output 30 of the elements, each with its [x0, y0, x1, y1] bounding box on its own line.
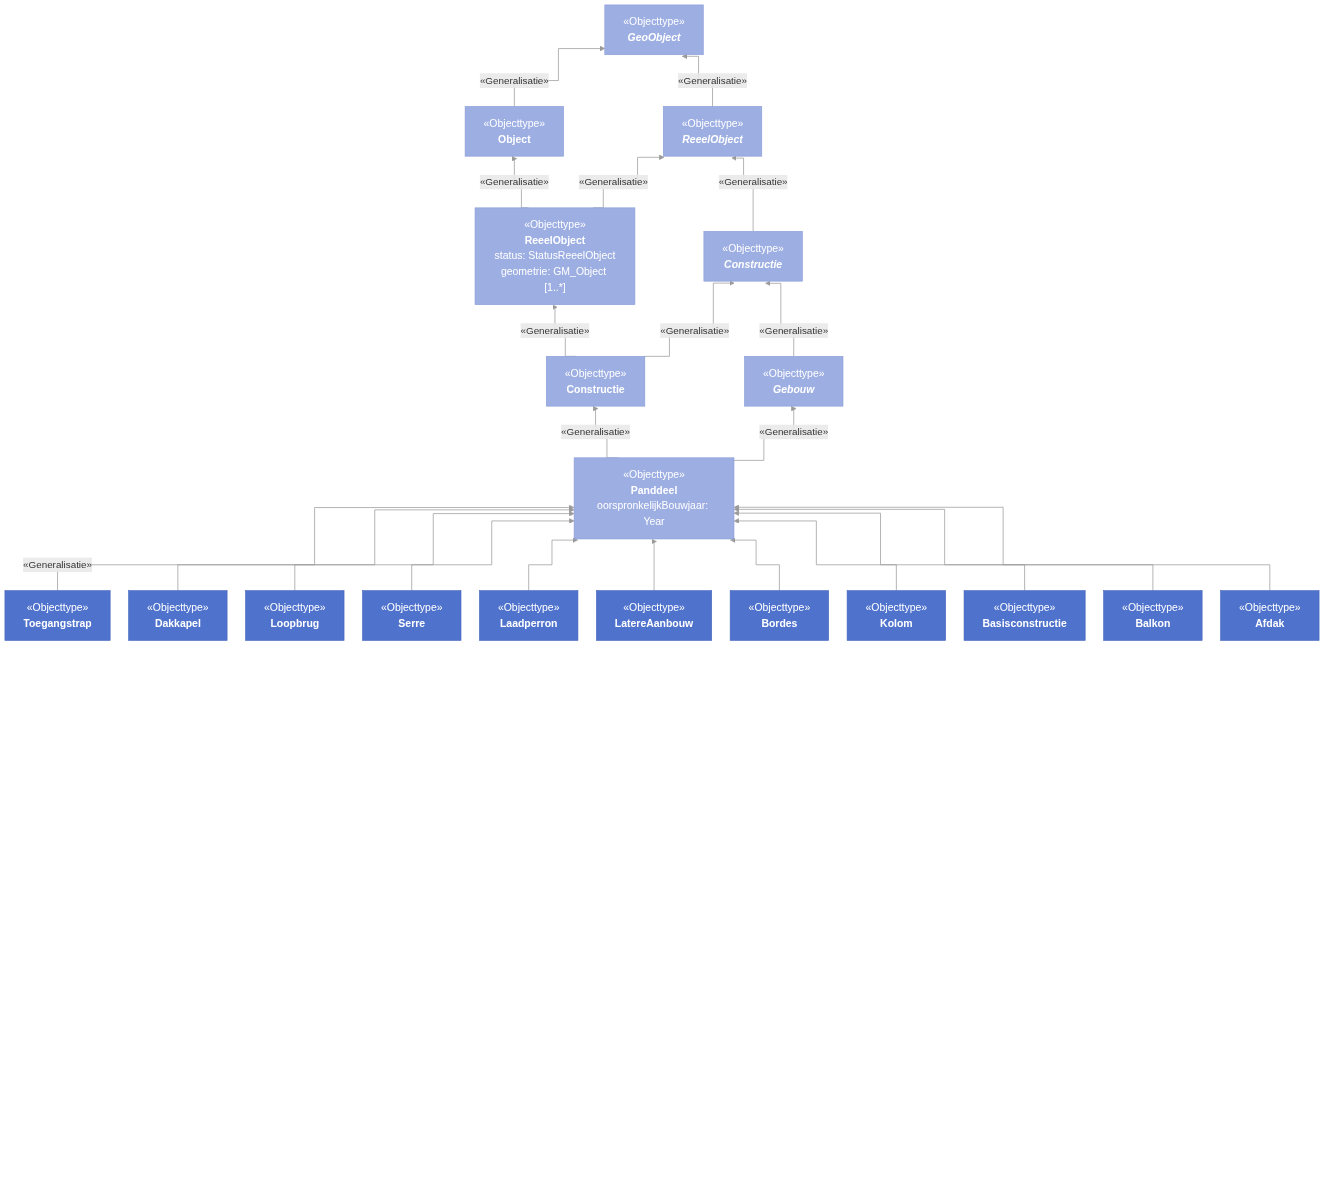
node-box: «Objecttype» Gebouw	[744, 356, 844, 407]
node-box: «Objecttype» GeoObject	[604, 4, 704, 56]
node-box: «Objecttype» Loopbrug	[245, 590, 345, 641]
edge-label: «Generalisatie»	[578, 176, 648, 187]
edge-label: «Generalisatie»	[759, 324, 829, 336]
edge-label: «Generalisatie»	[678, 75, 747, 86]
edge-label: «Generalisatie»	[759, 426, 829, 437]
node-box: «Objecttype» Afdak	[1220, 590, 1320, 641]
node-box: «Objecttype» Toegangstrap	[4, 590, 111, 641]
node-box: «Objecttype» Bordes	[729, 590, 829, 641]
node-box: «Objecttype» LatereAanbouw	[596, 590, 712, 641]
node-box: «Objecttype» Panddeel oorspronkelijkBouwjaar: Year	[573, 457, 735, 540]
node-box: «Objecttype» ReeelObject status: StatusReeelObject geometrie: GM_Object [1..*]	[474, 207, 636, 305]
node-box: «Objecttype» Serre	[362, 590, 462, 641]
node-box: «Objecttype» Object	[464, 106, 564, 157]
edge-label: «Generalisatie»	[479, 176, 549, 187]
edge-label: «Generalisatie»	[660, 324, 730, 336]
edge-label: «Generalisatie»	[23, 559, 92, 570]
edge-label: «Generalisatie»	[479, 75, 549, 86]
node-box: «Objecttype» Constructie	[703, 231, 803, 282]
node-box: «Objecttype» Constructie	[546, 356, 646, 407]
edge-label: «Generalisatie»	[718, 176, 788, 187]
node-box: «Objecttype» Basisconstructie	[963, 590, 1086, 641]
edge-label: «Generalisatie»	[561, 426, 631, 437]
node-box: «Objecttype» Kolom	[846, 590, 946, 641]
node-box: «Objecttype» Dakkapel	[128, 590, 228, 641]
edge-label: «Generalisatie»	[520, 324, 590, 336]
node-box: «Objecttype» Laadperron	[479, 590, 579, 641]
node-box: «Objecttype» ReeelObject	[662, 106, 763, 157]
node-box: «Objecttype» Balkon	[1103, 590, 1203, 641]
